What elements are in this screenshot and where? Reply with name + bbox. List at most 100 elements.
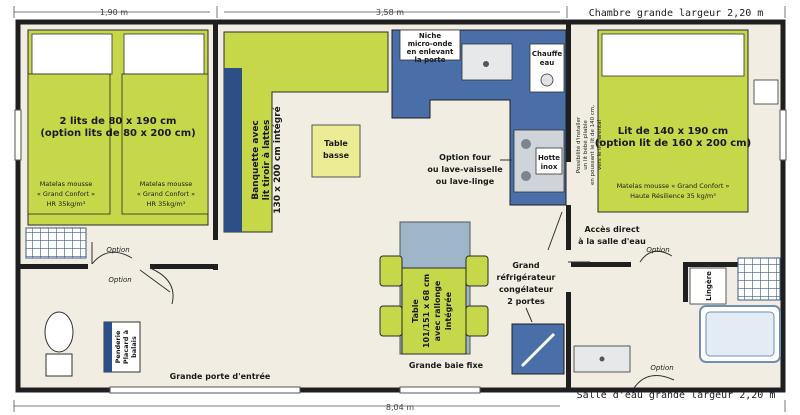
window-left — [14, 109, 22, 161]
option-label-right: Option — [646, 246, 669, 254]
double-bed-label-2: (option lit de 160 x 200 cm) — [595, 138, 751, 149]
shower-tray — [705, 311, 775, 357]
lingere-box — [689, 267, 727, 305]
bed-single-1 — [27, 73, 111, 215]
baby-note-1: Possibilité d'installer — [575, 116, 582, 173]
banquette-label-2: lit tiroir à lattes — [262, 120, 272, 201]
frigo-label-4: 2 portes — [507, 297, 545, 306]
option-label-left: Option — [106, 246, 129, 254]
door-swing-bedroom-right — [568, 250, 673, 263]
dim-bottom-right: Salle d'eau grande largeur 2,20 m — [577, 390, 776, 401]
baby-note-3: en poussant le lit de 140 cm, — [590, 105, 596, 185]
niche-label-4: la porte — [415, 56, 446, 64]
bedroom-left: 2 lits de 80 x 190 cm (option lits de 80… — [25, 29, 209, 265]
sink-drain — [483, 61, 489, 67]
lingere-label: Lingère — [705, 271, 713, 301]
mattress-right-l1: Matelas mousse — [140, 180, 193, 188]
porte-entree-label: Grande porte d'entrée — [170, 371, 271, 381]
mattress-left-l3: HR 35kg/m³ — [47, 200, 86, 208]
dim-top-right: Chambre grande largeur 2,20 m — [589, 8, 764, 19]
option-four-label-2: ou lave-vaisselle — [427, 165, 503, 174]
bay-window — [399, 386, 481, 394]
bedroom-right: Lit de 140 x 190 cm (option lit de 160 x… — [568, 29, 779, 263]
option-four-label-3: ou lave-linge — [436, 177, 495, 186]
chair-1 — [379, 255, 403, 287]
penderie-rail — [104, 322, 112, 372]
fridge-area: Grand réfrigérateur congélateur 2 portes — [497, 261, 565, 375]
niche-label-1: Niche — [419, 32, 441, 40]
baby-note-4: vers le lit parental — [597, 119, 603, 170]
chauffe-eau-label-2: eau — [540, 59, 554, 67]
niche-label-3: en enlevant — [407, 48, 454, 56]
dining-label-1: Table — [411, 299, 420, 323]
bath-shelves — [737, 257, 781, 301]
chair-4 — [465, 305, 489, 337]
pillow-left — [31, 33, 113, 75]
coffee-table-label-2: basse — [323, 151, 350, 160]
dining-label-2: 101/151 x 68 cm — [422, 274, 431, 348]
dimension-lines — [13, 6, 786, 412]
chauffe-eau-label-1: Chauffe — [532, 50, 562, 58]
bathroom: Lingère Option — [573, 257, 781, 389]
dim-top-mid: 3,58 m — [376, 8, 404, 17]
door-swing-bath — [633, 375, 675, 389]
coffee-table — [311, 124, 361, 178]
dining-area: Table 101/151 x 68 cm avec rallonge inté… — [379, 221, 489, 355]
dining-label-4: intégrée — [443, 291, 453, 330]
penderie-label-2: Placard à — [122, 330, 130, 364]
acces-label-2: à la salle d'eau — [578, 237, 646, 246]
entrance-door-opening — [109, 386, 301, 394]
chair-2 — [379, 305, 403, 337]
door-line-kitchen — [547, 211, 563, 251]
kitchen: Niche micro-onde en enlevant la porte Ch… — [391, 29, 567, 206]
door-swing-bedroom-left — [91, 242, 133, 265]
fridge-door-line — [520, 332, 556, 368]
coffee-table-label-1: Table — [324, 139, 348, 148]
frigo-label-3: congélateur — [499, 284, 553, 294]
baie-fixe-label: Grande baie fixe — [409, 361, 484, 370]
hotte-label-2: inox — [541, 163, 558, 171]
toilet-bowl — [44, 311, 74, 353]
double-mattress-1: Matelas mousse « Grand Confort » — [617, 182, 730, 190]
hood-box — [535, 147, 563, 175]
niche-box — [399, 29, 461, 61]
sofa-backrest — [224, 68, 242, 232]
entrance-area: Option Penderie Placard à balais Grande … — [44, 267, 484, 381]
bed-single-2 — [121, 73, 209, 215]
niche-label-2: micro-onde — [408, 40, 453, 48]
beds-label-1: 2 lits de 80 x 190 cm — [60, 116, 177, 127]
interior-walls — [18, 22, 783, 390]
living-area: Banquette avec lit tiroir à lattes 130 x… — [223, 31, 389, 233]
dining-table — [401, 267, 467, 355]
door-swing-wc — [139, 267, 174, 305]
double-bed-pillows — [601, 33, 745, 77]
mattress-left-l1: Matelas mousse — [40, 180, 93, 188]
pillow-right — [123, 33, 205, 75]
acces-label-1: Accès direct — [584, 224, 639, 234]
dining-label-3: avec rallonge — [433, 280, 442, 341]
bath-sink-drain — [599, 356, 605, 362]
nightstand-right — [753, 79, 779, 105]
window-right — [779, 109, 787, 161]
option-label-wc: Option — [108, 276, 131, 284]
option-four-label-1: Option four — [439, 153, 491, 162]
banquette-label-1: Banquette avec — [251, 120, 261, 200]
chair-3 — [465, 255, 489, 287]
banquette-label-3: 130 x 200 cm intégré — [272, 106, 283, 214]
water-heater-icon — [540, 73, 554, 87]
mattress-right-l2: « Grand Confort » — [137, 190, 195, 198]
option-label-bath: Option — [650, 364, 673, 372]
dim-bottom-total: 8,04 m — [386, 403, 414, 412]
frigo-label-2: réfrigérateur — [497, 272, 556, 282]
burner-2-icon — [521, 171, 531, 181]
toilet-tank — [45, 353, 73, 377]
dim-top-left: 1,90 m — [100, 8, 128, 17]
double-mattress-2: Haute Résilience 35 kg/m³ — [630, 192, 716, 200]
beds-label-2: (option lits de 80 x 200 cm) — [40, 128, 195, 139]
mattress-right-l3: HR 35kg/m³ — [147, 200, 186, 208]
penderie-label-3: balais — [130, 336, 138, 358]
mattress-left-l2: « Grand Confort » — [37, 190, 95, 198]
penderie-label-1: Penderie — [114, 330, 122, 363]
double-bed-label-1: Lit de 140 x 190 cm — [618, 126, 728, 137]
